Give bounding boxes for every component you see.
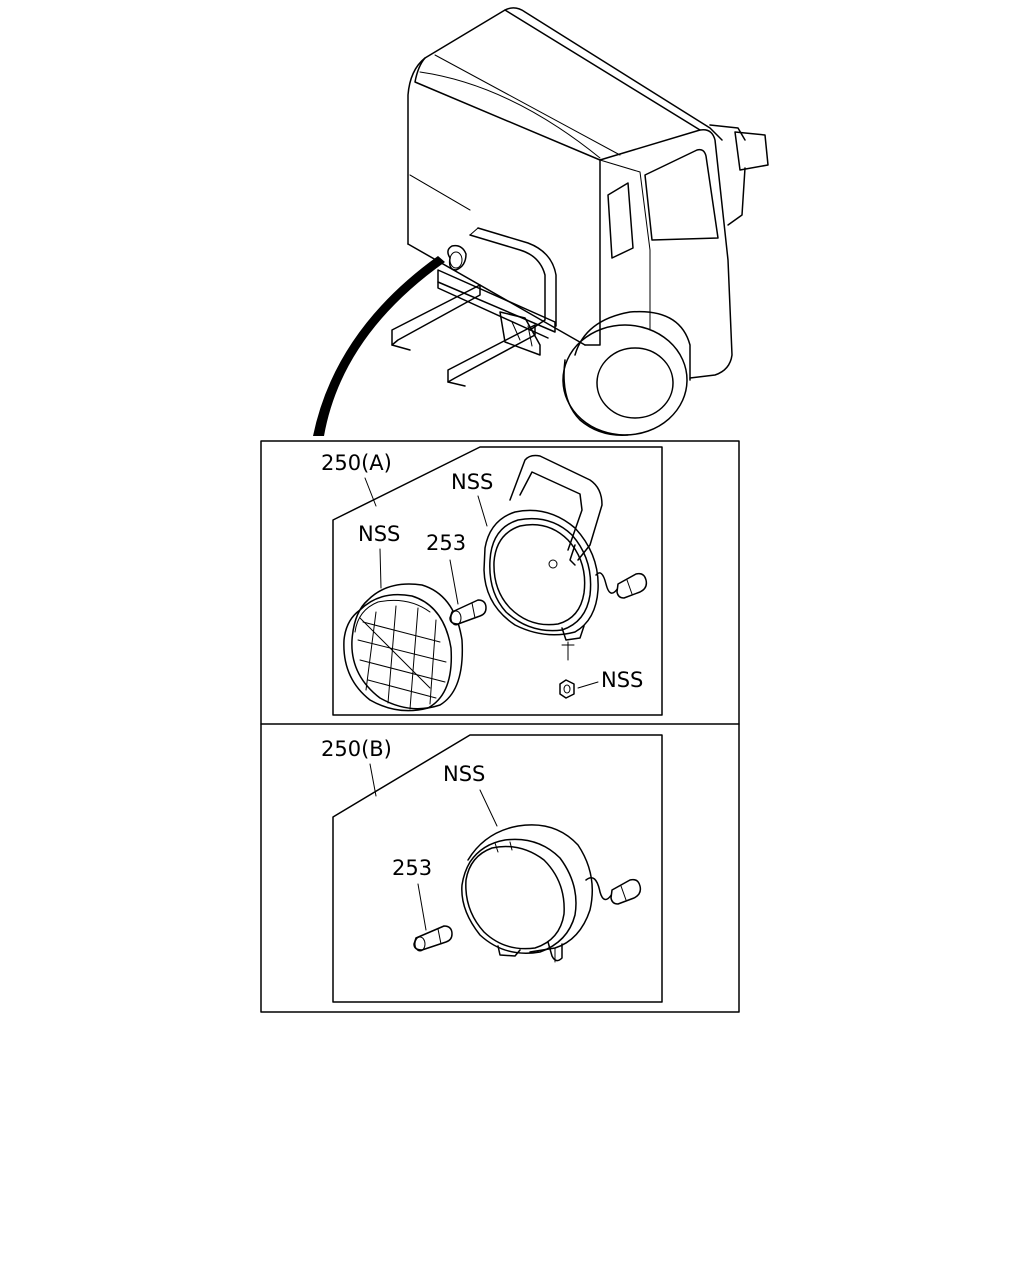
detail-frame [260,440,740,1013]
callout-bulb-253-b: 253 [392,856,432,880]
callout-lens-nss: NSS [358,522,400,546]
callout-bulb-253-a: 253 [426,531,466,555]
callout-250a: 250(A) [321,451,392,475]
lamp-housing-a [483,454,648,661]
callout-nut-nss: NSS [601,668,643,692]
callout-lamp-nss-b: NSS [443,762,485,786]
bulb-253-a [449,599,487,626]
nut-a [559,679,575,699]
panel-a-outline [332,446,663,716]
panel-assembly-a [332,446,663,716]
panel-b-outline [332,734,663,1003]
callout-250b: 250(B) [321,737,392,761]
bulb-253-b [413,925,453,952]
lens-grille [343,583,464,712]
lamp-assembly-b [461,824,642,963]
panel-assembly-b [332,734,663,1003]
callout-housing-nss: NSS [451,470,493,494]
truck-cab-illustration [313,7,769,436]
